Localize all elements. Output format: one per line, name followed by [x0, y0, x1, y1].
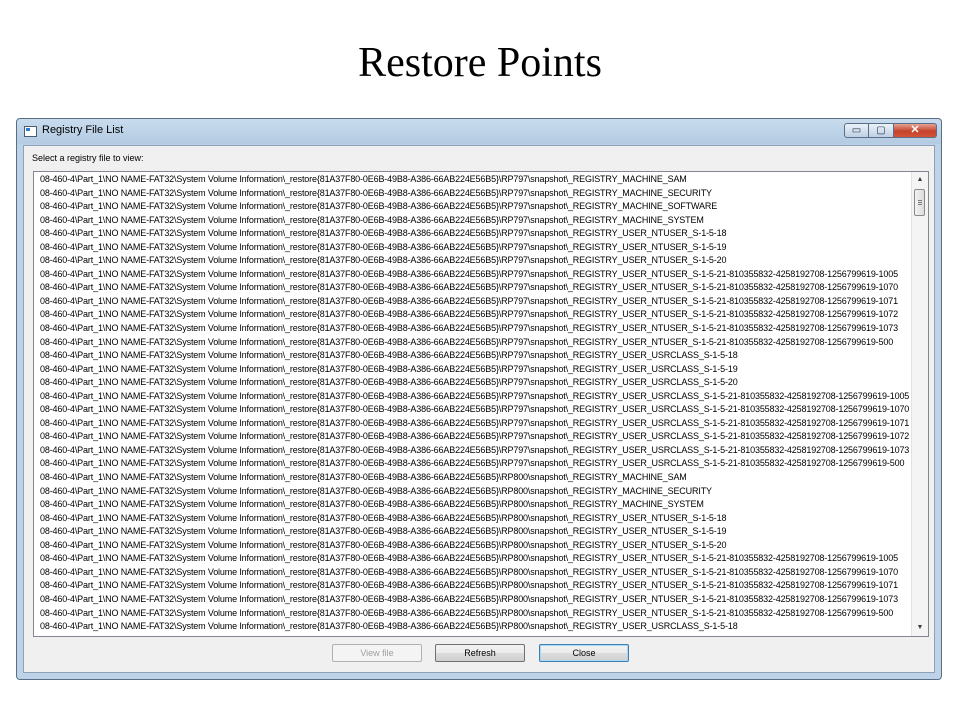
close-icon: ✕ [910, 124, 920, 136]
registry-file-items: 08-460-4\Part_1\NO NAME-FAT32\System Vol… [34, 172, 911, 636]
scroll-up-arrow-icon[interactable]: ▲ [916, 176, 924, 183]
list-item[interactable]: 08-460-4\Part_1\NO NAME-FAT32\System Vol… [40, 539, 727, 550]
minimize-icon: ▭ [851, 124, 862, 136]
list-item[interactable]: 08-460-4\Part_1\NO NAME-FAT32\System Vol… [40, 593, 898, 604]
window-app-icon[interactable] [24, 126, 37, 137]
close-button[interactable]: Close [539, 644, 629, 662]
scroll-down-arrow-icon[interactable]: ▼ [916, 624, 924, 631]
registry-file-list-window: Registry File List ▭ ▢ ✕ Select a regist… [16, 118, 942, 680]
list-item[interactable]: 08-460-4\Part_1\NO NAME-FAT32\System Vol… [40, 295, 898, 306]
vertical-scrollbar[interactable]: ▲ ▼ [911, 172, 928, 636]
list-item[interactable]: 08-460-4\Part_1\NO NAME-FAT32\System Vol… [40, 201, 718, 212]
list-item[interactable]: 08-460-4\Part_1\NO NAME-FAT32\System Vol… [40, 444, 910, 455]
list-item[interactable]: 08-460-4\Part_1\NO NAME-FAT32\System Vol… [40, 621, 738, 632]
list-item[interactable]: 08-460-4\Part_1\NO NAME-FAT32\System Vol… [40, 241, 727, 252]
list-item[interactable]: 08-460-4\Part_1\NO NAME-FAT32\System Vol… [40, 458, 905, 469]
thumb-grip-line [918, 204, 922, 205]
list-item[interactable]: 08-460-4\Part_1\NO NAME-FAT32\System Vol… [40, 485, 712, 496]
list-item[interactable]: 08-460-4\Part_1\NO NAME-FAT32\System Vol… [40, 323, 898, 334]
window-title: Registry File List [42, 124, 124, 136]
list-item[interactable]: 08-460-4\Part_1\NO NAME-FAT32\System Vol… [40, 431, 910, 442]
registry-file-listbox[interactable]: 08-460-4\Part_1\NO NAME-FAT32\System Vol… [33, 171, 929, 637]
thumb-grip-line [918, 200, 922, 201]
thumb-grip-line [918, 202, 922, 203]
list-item[interactable]: 08-460-4\Part_1\NO NAME-FAT32\System Vol… [40, 255, 727, 266]
window-titlebar[interactable]: Registry File List ▭ ▢ ✕ [17, 119, 941, 145]
minimize-button[interactable]: ▭ [844, 123, 869, 138]
list-item[interactable]: 08-460-4\Part_1\NO NAME-FAT32\System Vol… [40, 499, 704, 510]
list-item[interactable]: 08-460-4\Part_1\NO NAME-FAT32\System Vol… [40, 553, 898, 564]
list-item[interactable]: 08-460-4\Part_1\NO NAME-FAT32\System Vol… [40, 350, 738, 361]
list-item[interactable]: 08-460-4\Part_1\NO NAME-FAT32\System Vol… [40, 417, 910, 428]
scrollbar-thumb[interactable] [914, 189, 925, 216]
caption-buttons: ▭ ▢ ✕ [844, 123, 937, 140]
list-item[interactable]: 08-460-4\Part_1\NO NAME-FAT32\System Vol… [40, 526, 727, 537]
view-file-button[interactable]: View file [332, 644, 422, 662]
close-window-button[interactable]: ✕ [894, 123, 937, 138]
list-item[interactable]: 08-460-4\Part_1\NO NAME-FAT32\System Vol… [40, 566, 898, 577]
list-item[interactable]: 08-460-4\Part_1\NO NAME-FAT32\System Vol… [40, 282, 898, 293]
slide-title: Restore Points [358, 40, 602, 86]
list-item[interactable]: 08-460-4\Part_1\NO NAME-FAT32\System Vol… [40, 336, 894, 347]
maximize-button[interactable]: ▢ [869, 123, 894, 138]
list-item[interactable]: 08-460-4\Part_1\NO NAME-FAT32\System Vol… [40, 472, 687, 483]
list-item[interactable]: 08-460-4\Part_1\NO NAME-FAT32\System Vol… [40, 580, 898, 591]
list-item[interactable]: 08-460-4\Part_1\NO NAME-FAT32\System Vol… [40, 607, 894, 618]
select-file-prompt: Select a registry file to view: [32, 153, 144, 163]
list-item[interactable]: 08-460-4\Part_1\NO NAME-FAT32\System Vol… [40, 377, 738, 388]
window-client-area: Select a registry file to view: 08-460-4… [23, 145, 935, 673]
list-item[interactable]: 08-460-4\Part_1\NO NAME-FAT32\System Vol… [40, 174, 687, 184]
list-item[interactable]: 08-460-4\Part_1\NO NAME-FAT32\System Vol… [40, 214, 704, 225]
refresh-button[interactable]: Refresh [435, 644, 525, 662]
list-item[interactable]: 08-460-4\Part_1\NO NAME-FAT32\System Vol… [40, 268, 898, 279]
list-item[interactable]: 08-460-4\Part_1\NO NAME-FAT32\System Vol… [40, 363, 738, 374]
list-item[interactable]: 08-460-4\Part_1\NO NAME-FAT32\System Vol… [40, 390, 910, 401]
list-item[interactable]: 08-460-4\Part_1\NO NAME-FAT32\System Vol… [40, 404, 910, 415]
list-item[interactable]: 08-460-4\Part_1\NO NAME-FAT32\System Vol… [40, 512, 727, 523]
list-item[interactable]: 08-460-4\Part_1\NO NAME-FAT32\System Vol… [40, 309, 898, 320]
maximize-icon: ▢ [876, 124, 886, 136]
list-item[interactable]: 08-460-4\Part_1\NO NAME-FAT32\System Vol… [40, 187, 712, 198]
list-item[interactable]: 08-460-4\Part_1\NO NAME-FAT32\System Vol… [40, 228, 727, 239]
